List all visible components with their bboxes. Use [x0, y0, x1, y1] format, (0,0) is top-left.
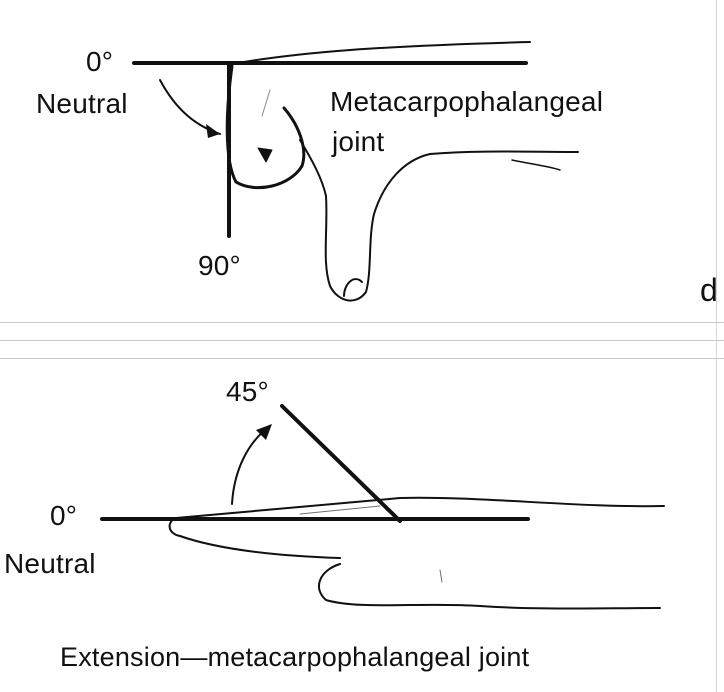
zero-degree-label: 0° [50, 500, 78, 531]
thumb-outline [318, 563, 661, 610]
zero-degree-label: 0° [86, 46, 114, 77]
hand-dorsum-outline [231, 41, 531, 65]
flexion-diagram-panel: 0° Neutral 90° Metacarpophalangeal joint… [0, 0, 724, 318]
flexion-hand-illustration [132, 41, 579, 302]
page-edge-line [716, 0, 717, 692]
knuckle-hatch [299, 505, 381, 515]
extension-caption: Extension—metacarpophalangeal joint [60, 642, 530, 672]
neutral-label: Neutral [36, 88, 128, 119]
panel-separator-top [0, 322, 724, 323]
wrist-crease-mark [511, 159, 561, 171]
fortyfive-degree-label: 45° [226, 376, 269, 407]
arrowhead-extension [256, 424, 272, 440]
finger-under-outline [179, 535, 341, 559]
extended-finger-outline [175, 496, 665, 519]
panel-separator-mid [0, 340, 724, 341]
palm-outline [299, 139, 579, 302]
finger-tip-outline [168, 517, 181, 537]
panel-letter-d: d [700, 272, 718, 308]
panel-separator-bottom [0, 358, 724, 359]
knuckle-shade-stroke [261, 89, 271, 117]
neutral-label: Neutral [4, 548, 96, 579]
ninety-degree-label: 90° [198, 250, 241, 281]
extension-hand-illustration [100, 404, 665, 610]
joint-label-line1: Metacarpophalangeal [330, 86, 604, 117]
joint-label-line2: joint [332, 126, 385, 157]
thumbnail-outline [343, 278, 363, 297]
arrowhead-flexion [206, 124, 220, 138]
flexed-finger-outline [225, 64, 306, 190]
thumb-crease [439, 569, 443, 583]
flexion-angle-arrow [159, 79, 221, 135]
knuckle-shade-mark [257, 147, 273, 163]
extension-diagram-panel: 45° 0° Neutral Extension—metacarpophalan… [0, 360, 724, 692]
fortyfive-degree-reference-line [280, 404, 402, 523]
